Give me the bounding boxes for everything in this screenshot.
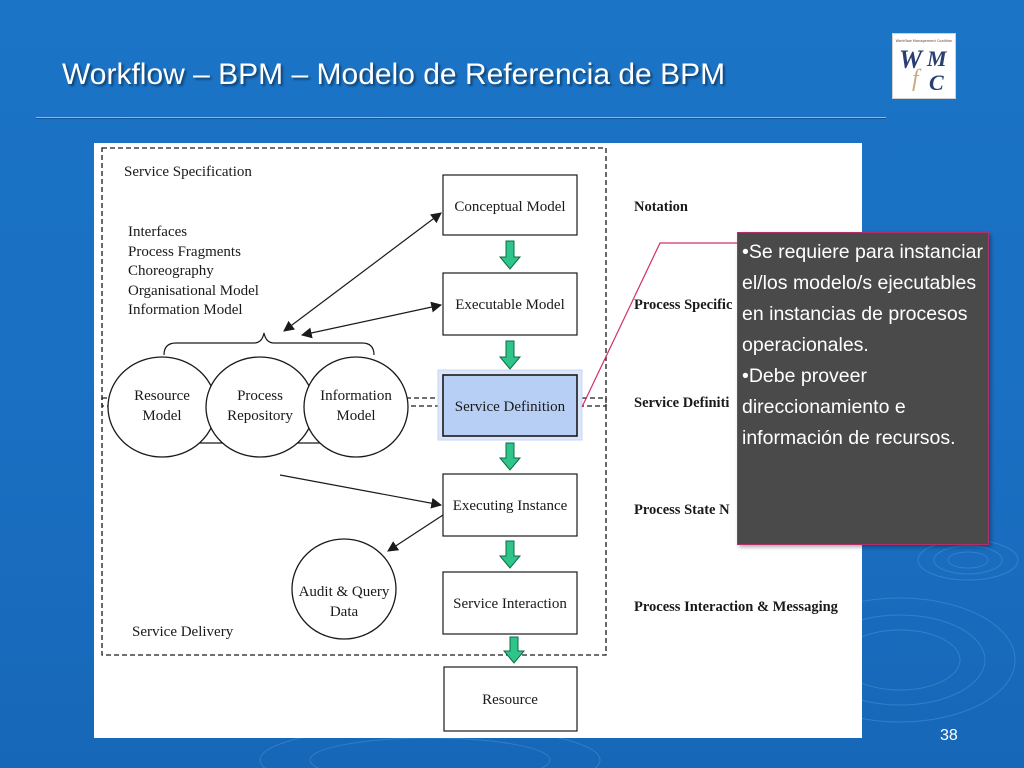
service-specification-label: Service Specification xyxy=(124,164,252,180)
svg-text:Conceptual Model: Conceptual Model xyxy=(454,199,565,215)
wfmc-logo: Workflow Management Coalition W f M C xyxy=(892,33,956,99)
conceptual-model-box: Conceptual Model xyxy=(442,174,578,236)
svg-text:f: f xyxy=(912,66,922,92)
audit-query-data-circle: Audit & Query Data xyxy=(291,538,397,640)
repository-to-instance-arrow xyxy=(279,474,443,509)
svg-text:Model: Model xyxy=(336,408,375,424)
down-arrow xyxy=(498,540,522,569)
notation-label: Notation xyxy=(634,199,688,215)
executing-instance-box: Executing Instance xyxy=(442,473,578,537)
resource-model-circle: Resource Model xyxy=(107,356,217,458)
svg-text:Data: Data xyxy=(330,604,359,620)
down-arrow xyxy=(498,442,522,471)
svg-text:Model: Model xyxy=(142,408,181,424)
svg-text:Information: Information xyxy=(320,388,392,404)
callout-bullet: •Se requiere para instanciar el/los mode… xyxy=(742,241,983,356)
instance-to-audit-arrow xyxy=(387,514,444,552)
svg-text:Audit & Query: Audit & Query xyxy=(299,584,390,600)
service-interaction-box: Service Interaction xyxy=(442,571,578,635)
svg-text:C: C xyxy=(929,70,944,95)
top-brace xyxy=(163,332,375,356)
process-interaction-label: Process Interaction & Messaging xyxy=(634,599,839,615)
interfaces-list-item: Choreography xyxy=(128,263,214,279)
executable-model-box: Executable Model xyxy=(442,272,578,336)
service-definition-box: Service Definition xyxy=(442,374,578,437)
page-number: 38 xyxy=(940,727,958,744)
callout-bullet: •Debe proveer direccionamiento e informa… xyxy=(742,365,956,449)
callout-box: •Se requiere para instanciar el/los mode… xyxy=(737,232,989,545)
interfaces-list-item: Organisational Model xyxy=(128,283,259,299)
svg-text:Resource: Resource xyxy=(482,692,538,708)
logo-tagline: Workflow Management Coalition xyxy=(896,39,953,43)
down-arrow xyxy=(498,340,522,370)
interfaces-list-item: Interfaces xyxy=(128,224,187,240)
interfaces-list: Interfaces Process Fragments Choreograph… xyxy=(128,224,259,318)
down-arrow xyxy=(498,240,522,270)
svg-text:Executable Model: Executable Model xyxy=(455,297,565,313)
spec-to-conceptual-arrow xyxy=(283,212,442,332)
process-repository-circle: Process Repository xyxy=(205,356,315,458)
svg-text:W: W xyxy=(899,45,924,74)
spec-to-executable-arrow xyxy=(300,301,443,339)
interfaces-list-item: Information Model xyxy=(128,302,243,318)
svg-text:Resource: Resource xyxy=(134,388,190,404)
interfaces-list-item: Process Fragments xyxy=(128,244,241,260)
service-definition-side-label: Service Definiti xyxy=(634,395,729,411)
svg-text:Service Definition: Service Definition xyxy=(455,399,566,415)
title-divider xyxy=(36,117,886,118)
svg-text:Process: Process xyxy=(237,388,283,404)
service-delivery-label: Service Delivery xyxy=(132,624,234,640)
information-model-circle: Information Model xyxy=(303,356,409,458)
down-arrow xyxy=(502,636,526,664)
resource-box: Resource xyxy=(443,666,578,732)
bpm-reference-model-diagram: Service Specification Service Delivery I… xyxy=(94,143,862,738)
svg-text:Service Interaction: Service Interaction xyxy=(453,596,567,612)
process-state-label: Process State N xyxy=(634,502,730,518)
process-specification-label: Process Specific xyxy=(634,297,733,313)
svg-text:Repository: Repository xyxy=(227,408,293,424)
svg-text:Executing Instance: Executing Instance xyxy=(453,498,568,514)
slide-title: Workflow – BPM – Modelo de Referencia de… xyxy=(62,58,726,91)
svg-text:M: M xyxy=(926,46,948,71)
